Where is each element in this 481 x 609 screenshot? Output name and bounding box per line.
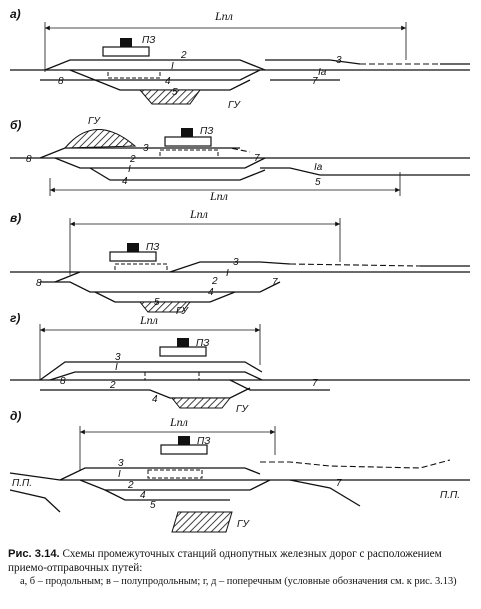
track-a-3: 3	[336, 55, 342, 66]
track-a-2: 2	[180, 50, 187, 61]
track-d-4: 4	[140, 490, 146, 501]
track-v-5: 5	[154, 297, 160, 308]
diagram-d-letter: д)	[10, 409, 21, 423]
length-label-b: Lпл	[209, 189, 228, 203]
track-layout-a	[10, 59, 470, 105]
track-d-5: 5	[150, 500, 156, 511]
building-label-b: ПЗ	[200, 126, 213, 137]
dimension-line-d: Lпл	[79, 415, 276, 470]
track-g-2: 2	[109, 380, 116, 391]
track-g-4: 4	[152, 394, 158, 405]
track-b-4: 4	[122, 176, 128, 187]
caption-subtext: а, б – продольным; в – полупродольным; г…	[20, 576, 457, 588]
caption-main: Рис. 3.14. Схемы промежуточных станций о…	[8, 548, 474, 575]
track-b-I: I	[128, 164, 131, 175]
dimension-line-a: Lпл	[44, 9, 407, 72]
track-labels-g: 3 I 8 2 4 7 ГУ	[60, 352, 318, 415]
track-d-2: 2	[127, 480, 134, 491]
track-b-2: 2	[129, 154, 136, 165]
track-a-7: 7	[312, 76, 318, 87]
track-v-3: 3	[233, 257, 239, 268]
building-label-a: ПЗ	[142, 35, 155, 46]
diagram-g-letter: г)	[10, 311, 20, 325]
diagram-d: д) Lпл ПЗ 3 I 2 4 5	[9, 409, 470, 533]
cargo-label-a: ГУ	[228, 100, 241, 111]
track-a-8: 8	[58, 76, 64, 87]
track-v-8: 8	[36, 278, 42, 289]
figure-caption: Рис. 3.14. Схемы промежуточных станций о…	[8, 548, 474, 588]
diagram-a-letter: а)	[10, 7, 21, 21]
diagram-v: в) Lпл ПЗ 8 3 I 2 4	[10, 207, 470, 317]
length-label-g: Lпл	[139, 313, 158, 327]
building-label-v: ПЗ	[146, 242, 159, 253]
passenger-building-g: ПЗ	[159, 338, 209, 357]
track-b-7: 7	[254, 153, 260, 164]
length-label-a: Lпл	[214, 9, 233, 23]
cargo-label-b: ГУ	[88, 116, 101, 127]
length-label-v: Lпл	[189, 207, 208, 221]
track-g-7: 7	[312, 378, 318, 389]
track-layout-b	[10, 129, 470, 196]
passenger-building-b: ПЗ	[164, 126, 213, 147]
building-label-d: ПЗ	[197, 436, 210, 447]
track-g-8: 8	[60, 376, 66, 387]
diagram-b-letter: б)	[10, 118, 21, 132]
track-v-7: 7	[272, 277, 278, 288]
junction-label-left: П.П.	[12, 478, 32, 489]
diagram-g: г) Lпл ПЗ 3 I 8 2 4 7 ГУ	[10, 311, 470, 415]
junction-label-right: П.П.	[440, 490, 460, 501]
passenger-building-v: ПЗ	[109, 242, 159, 262]
cargo-label-d: ГУ	[237, 519, 250, 530]
cargo-label-v: ГУ	[176, 306, 189, 317]
diagram-v-letter: в)	[10, 211, 21, 225]
track-a-Ia: Iа	[318, 67, 327, 78]
diagram-a: а) Lпл ПЗ 8 2 I 4	[10, 7, 470, 111]
track-b-Ia: Iа	[314, 162, 323, 173]
track-v-I: I	[226, 268, 229, 279]
track-d-3: 3	[118, 458, 124, 469]
track-g-3: 3	[115, 352, 121, 363]
track-a-I: I	[171, 61, 174, 72]
passenger-building-a: ПЗ	[102, 35, 155, 57]
dimension-line-g: Lпл	[39, 313, 261, 380]
track-d-I: I	[118, 469, 121, 480]
dimension-line-v: Lпл	[69, 207, 341, 275]
passenger-building-d: ПЗ	[160, 436, 210, 455]
track-d-7: 7	[336, 478, 342, 489]
length-label-d: Lпл	[169, 415, 188, 429]
station-schemes-figure: а) Lпл ПЗ 8 2 I 4	[9, 7, 470, 533]
diagram-b: б) ПЗ 8 3 2 I 4 7 Iа 5 Г	[10, 116, 470, 203]
track-v-4: 4	[208, 287, 214, 298]
track-a-4: 4	[165, 76, 171, 87]
track-layout-g	[10, 361, 470, 409]
track-b-8: 8	[26, 154, 32, 165]
track-labels-d: 3 I 2 4 5 7 ГУ П.П. П.П.	[12, 458, 460, 530]
track-layout-v	[10, 261, 470, 313]
track-v-2: 2	[211, 276, 218, 287]
caption-text: Схемы промежуточных станций однопутных ж…	[8, 548, 442, 574]
track-labels-b: 8 3 2 I 4 7 Iа 5 ГУ Lпл	[26, 116, 323, 203]
track-b-3: 3	[143, 143, 149, 154]
caption-number: Рис. 3.14.	[8, 548, 60, 560]
track-g-I: I	[115, 362, 118, 373]
track-a-5: 5	[172, 87, 178, 98]
track-labels-v: 8 3 I 2 4 5 7 ГУ	[36, 257, 278, 317]
track-b-5: 5	[315, 177, 321, 188]
track-layout-d	[9, 459, 470, 533]
track-labels-a: 8 2 I 4 5 7 3 Iа ГУ	[58, 50, 342, 111]
building-label-g: ПЗ	[196, 338, 209, 349]
cargo-label-g: ГУ	[236, 404, 249, 415]
